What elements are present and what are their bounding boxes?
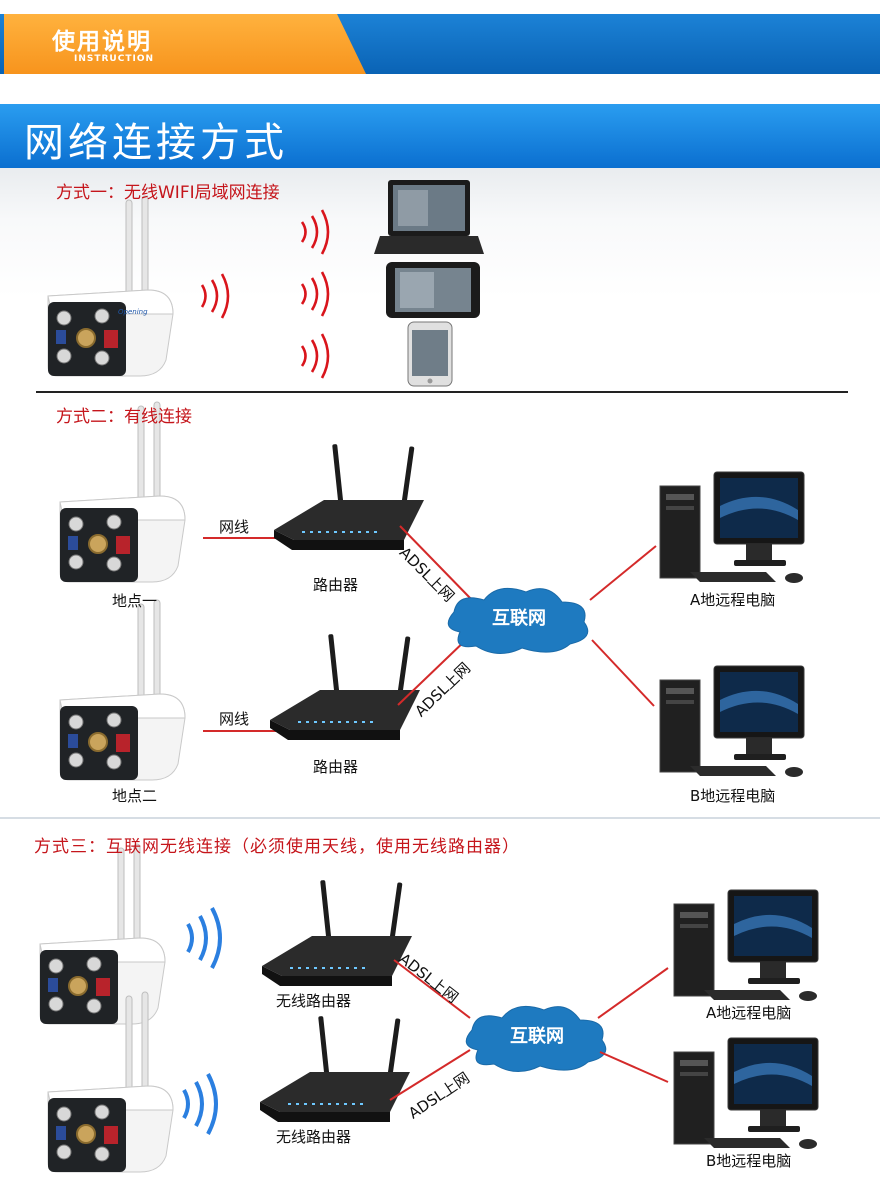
cable-label-site-2: 网线 xyxy=(219,710,250,728)
wifi-waves-tablet-icon xyxy=(300,271,330,317)
wireless-router-1-label: 无线路由器 xyxy=(276,992,352,1010)
method-2-title: 方式二：有线连接 xyxy=(56,407,192,427)
cable-label-site-1: 网线 xyxy=(219,518,250,536)
computer-b-label: B地远程电脑 xyxy=(690,787,776,805)
section-divider-2 xyxy=(0,817,880,819)
remote-line-c xyxy=(597,967,669,1019)
camera-label-site-1: 地点一 xyxy=(112,592,158,610)
section-divider-1 xyxy=(36,391,848,393)
header-subtitle: INSTRUCTION xyxy=(74,54,155,64)
camera-site-1 xyxy=(59,401,186,583)
uplink-line-3 xyxy=(393,959,471,1019)
header-title: 使用说明 xyxy=(52,29,152,55)
remote-line-b xyxy=(591,639,655,707)
camera-site-2 xyxy=(59,599,186,781)
router-label-site-1: 路由器 xyxy=(313,576,359,594)
laptop-icon xyxy=(374,180,484,254)
cloud-label: 互联网 xyxy=(492,608,546,629)
desktop-a-icon xyxy=(659,471,805,584)
desktop-c-icon xyxy=(673,889,819,1002)
computer-c-label: A地远程电脑 xyxy=(706,1004,792,1022)
wireless-router-1 xyxy=(261,878,413,987)
router-label-site-2: 路由器 xyxy=(313,758,359,776)
router-site-2 xyxy=(269,632,421,741)
method-3-title: 方式三：互联网无线连接（必须使用天线，使用无线路由器） xyxy=(34,837,520,857)
method-1-title: 方式一：无线WIFI局域网连接 xyxy=(56,183,280,203)
remote-line-d xyxy=(599,1051,669,1083)
camera-label-site-2: 地点二 xyxy=(112,787,158,805)
wireless-router-2-label: 无线路由器 xyxy=(276,1128,352,1146)
computer-d-label: B地远程电脑 xyxy=(706,1152,792,1170)
cloud-label-2: 互联网 xyxy=(510,1026,564,1047)
wifi-waves-blue-2-icon xyxy=(182,1073,218,1135)
camera-wireless-1 xyxy=(47,195,174,377)
wifi-waves-blue-1-icon xyxy=(186,907,222,969)
desktop-b-icon xyxy=(659,665,805,778)
wifi-waves-camera-icon xyxy=(200,273,230,319)
wifi-waves-phone-icon xyxy=(300,333,330,379)
desktop-d-icon xyxy=(673,1037,819,1150)
router-site-1 xyxy=(273,442,425,551)
uplink-line-1 xyxy=(399,525,473,601)
tablet-icon xyxy=(386,262,480,318)
section-title: 网络连接方式 xyxy=(24,120,288,166)
camera-brand-mark: Opening xyxy=(118,308,148,316)
wifi-waves-laptop-icon xyxy=(300,209,330,255)
uplink-line-4 xyxy=(389,1049,471,1101)
section-banner xyxy=(0,104,880,168)
remote-line-a xyxy=(589,545,657,601)
wireless-router-2 xyxy=(259,1014,411,1123)
header-tab xyxy=(4,14,366,74)
phone-icon xyxy=(407,321,453,387)
computer-a-label: A地远程电脑 xyxy=(690,591,776,609)
uplink-line-2 xyxy=(397,635,471,706)
